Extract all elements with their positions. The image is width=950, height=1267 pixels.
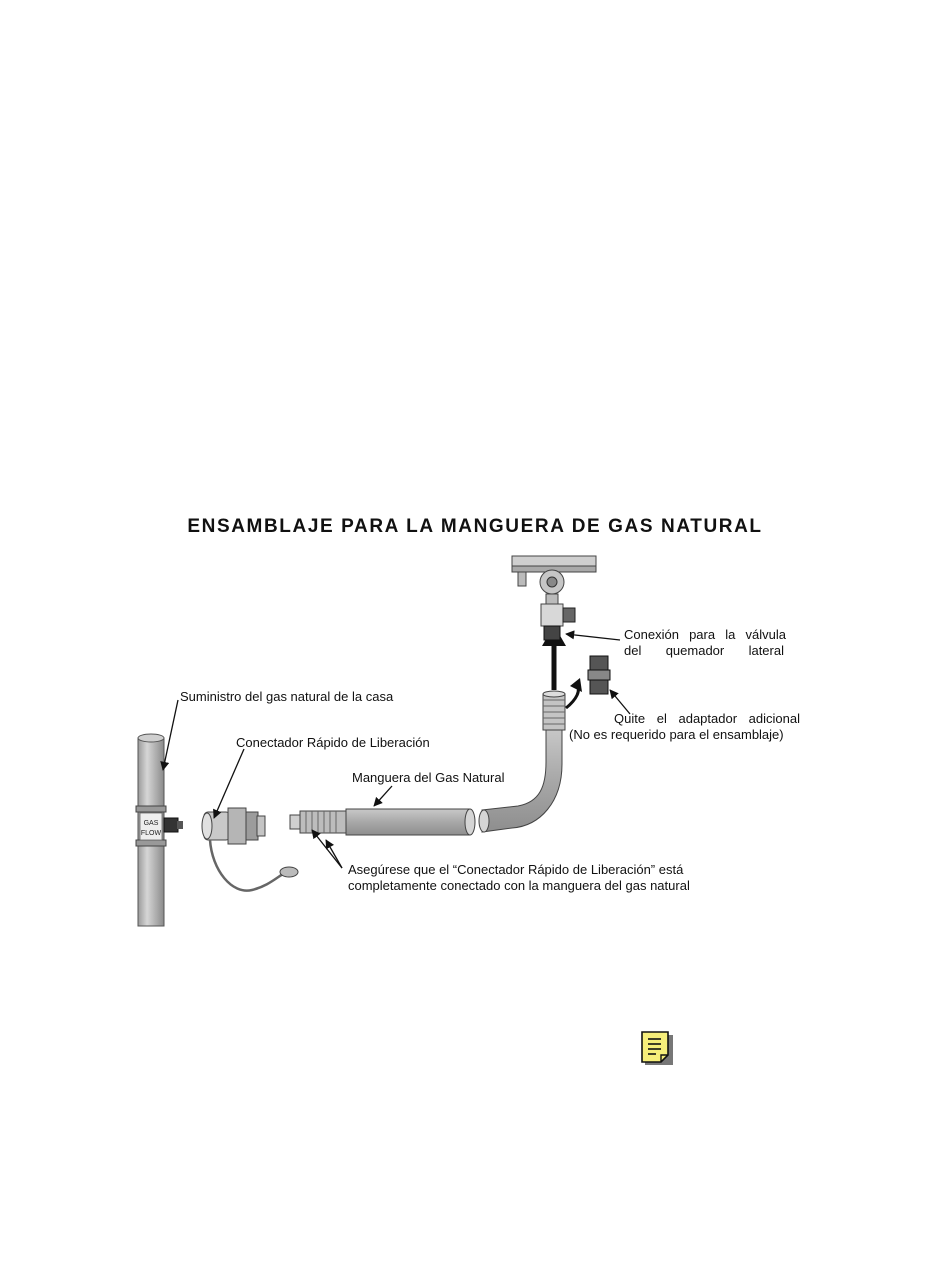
- label-quick-connector: Conectador Rápido de Liberación: [236, 735, 430, 750]
- label-ensure-1: Asegúrese que el “Conectador Rápido de L…: [348, 862, 684, 877]
- label-remove-adapter-1: Quite el adaptador adicional: [614, 711, 800, 726]
- natural-gas-hose: [289, 690, 566, 836]
- house-supply-pipe: GAS FLOW: [135, 733, 183, 927]
- leader-ensure-2: [325, 839, 343, 869]
- quick-release-connector: [201, 807, 299, 892]
- leader-ensure-1: [311, 829, 343, 869]
- label-hose: Manguera del Gas Natural: [352, 770, 505, 785]
- label-ensure-2: completamente conectado con la manguera …: [348, 878, 690, 893]
- pipe-stamp-flow: FLOW: [141, 830, 162, 837]
- label-remove-adapter-2: (No es requerido para el ensamblaje): [569, 727, 784, 742]
- rotate-arrowhead: [570, 678, 582, 692]
- leader-hose: [373, 785, 393, 807]
- extra-adapter: [587, 655, 611, 695]
- leader-quick-connector: [213, 748, 245, 819]
- side-burner-valve: [511, 555, 597, 641]
- label-house-supply: Suministro del gas natural de la casa: [180, 689, 394, 704]
- diagram-title: ENSAMBLAJE PARA LA MANGUERA DE GAS NATUR…: [187, 516, 763, 537]
- leader-remove-adapter: [609, 689, 631, 715]
- note-icon: [641, 1031, 673, 1065]
- label-valve-connection-1: Conexión para la válvula: [624, 627, 786, 642]
- pipe-stamp-gas: GAS: [144, 820, 159, 827]
- label-valve-connection-2: del quemador lateral: [624, 643, 784, 658]
- leader-valve-connection: [565, 630, 621, 641]
- leader-supply: [160, 699, 179, 771]
